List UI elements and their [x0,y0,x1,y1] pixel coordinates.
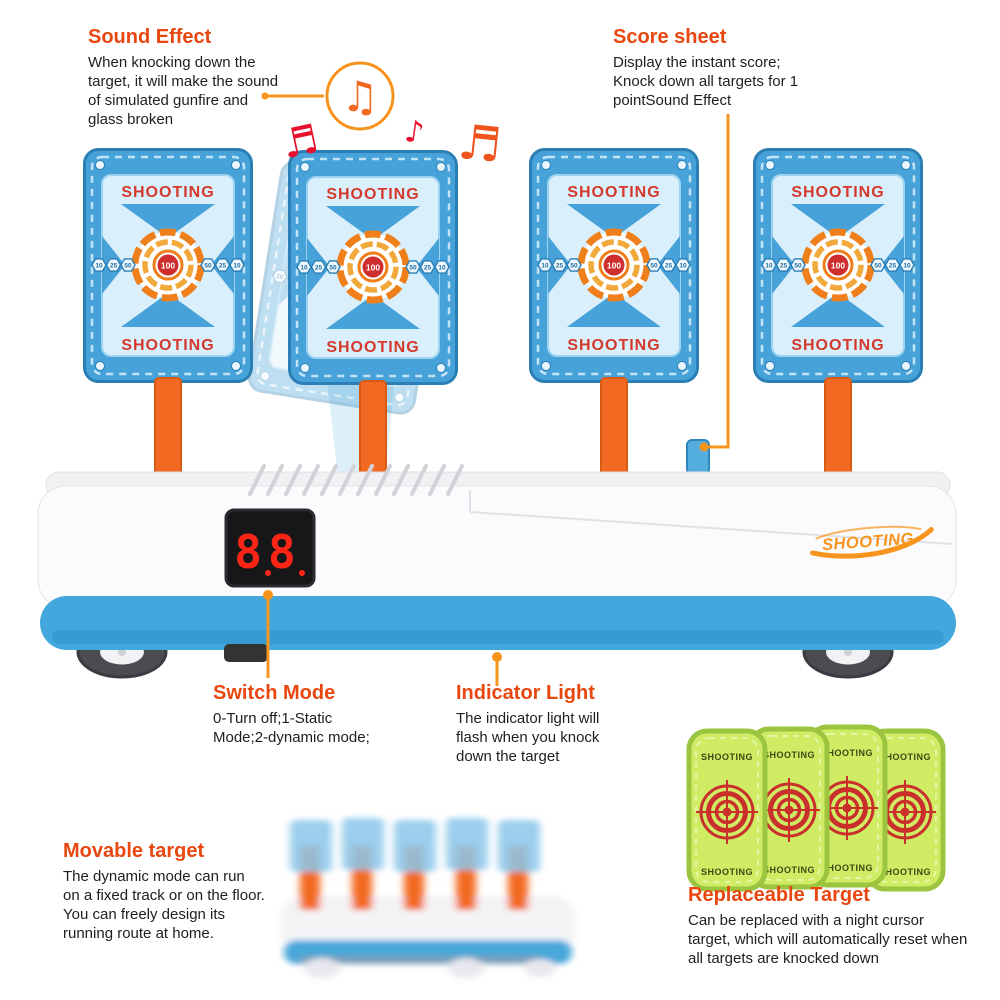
score-display: 88 [224,508,316,588]
target-board-1 [85,150,252,382]
annotation-score-sheet: Score sheet Display the instant score; K… [613,26,825,110]
base-band-shadow [52,630,944,644]
music-note-icon: ♫ [341,72,379,121]
annotation-movable-target: Movable target The dynamic mode can run … [63,840,265,943]
annotation-replaceable-target: Replaceable Target Can be replaced with … [688,884,970,968]
annotation-body: Display the instant score; Knock down al… [613,54,799,110]
music-note-icon: ♬ [278,116,323,168]
moving-device-photo [281,818,575,978]
callout-dots [261,92,709,662]
target-board-3 [531,150,698,382]
annotation-indicator-light: Indicator Light The indicator light will… [456,682,634,766]
annotation-body: Can be replaced with a night cursor targ… [688,912,968,968]
score-sheet-line [708,114,730,449]
target-board-2 [290,152,457,384]
target-board-4 [755,150,922,382]
annotation-sound-effect: Sound Effect When knocking down the targ… [88,26,280,129]
annotation-body: When knocking down the target, it will m… [88,54,279,129]
annotation-body: The dynamic mode can run on a fixed trac… [63,868,265,943]
music-note-icon: ♪ [402,114,426,151]
annotation-title: Score sheet [613,26,727,48]
brand-logo: SHOOTING [810,525,934,559]
annotation-title: Movable target [63,840,205,862]
annotation-title: Switch Mode [213,682,336,704]
music-note-circle [325,61,395,131]
annotation-switch-mode: Switch Mode 0-Turn off;1-Static Mode;2-d… [213,682,391,747]
annotation-title: Indicator Light [456,682,595,704]
callout-lines [266,94,730,686]
annotation-title: Sound Effect [88,26,212,48]
led-digits: 88 [234,525,301,579]
treble-clef-icon: ♬ [455,114,504,174]
annotation-body: 0-Turn off;1-Static Mode;2-dynamic mode; [213,710,370,747]
replacement-cards [689,727,943,889]
annotation-body: The indicator light will flash when you … [456,710,600,766]
annotation-title: Replaceable Target [688,884,870,906]
replacement-card-1 [689,731,765,889]
vent-slots [248,464,464,496]
base-support [224,644,268,662]
